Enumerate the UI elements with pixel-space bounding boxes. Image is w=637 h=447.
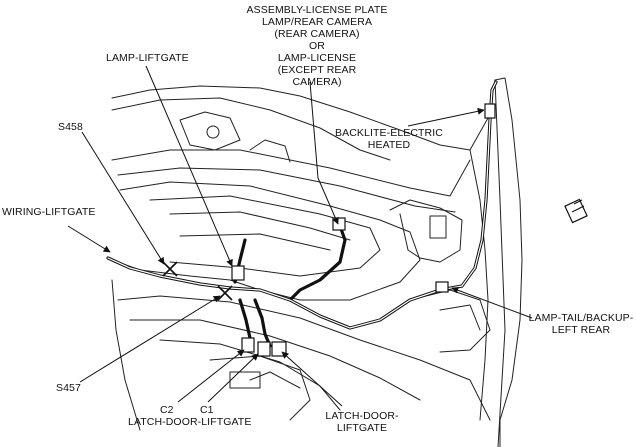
leader-s458 <box>81 131 165 265</box>
lower-body <box>117 295 491 421</box>
inner-panel <box>117 181 421 301</box>
connector-lamp-liftgate <box>231 265 245 281</box>
harness-main <box>106 256 464 330</box>
label-c1: C1 <box>200 404 214 416</box>
harness-latch-branch <box>253 298 272 348</box>
connector-lamp-tail <box>435 281 449 293</box>
connector-backlite <box>484 103 496 119</box>
label-latch-door: LATCH-DOOR- LIFTGATE <box>325 410 399 434</box>
leader-lamp-liftgate <box>145 65 233 267</box>
splice-marks <box>162 261 233 301</box>
leader-lines <box>67 65 533 407</box>
leader-s457 <box>79 295 221 383</box>
connector-small-right <box>564 198 588 224</box>
splice-s458 <box>162 261 178 277</box>
label-latch-door-liftgate: LATCH-DOOR-LIFTGATE <box>128 416 252 428</box>
leader-c2 <box>177 349 245 403</box>
label-assembly-license-plate: ASSEMBLY-LICENSE PLATE LAMP/REAR CAMERA … <box>246 4 388 88</box>
leader-wiring-liftgate <box>67 225 111 253</box>
leader-c1 <box>207 353 259 403</box>
liftgate-edge-2 <box>494 79 506 447</box>
connector-c1 <box>257 341 271 357</box>
label-s457: S457 <box>56 382 81 394</box>
label-lamp-liftgate: LAMP-LIFTGATE <box>106 52 189 64</box>
label-c2: C2 <box>160 404 174 416</box>
label-s458: S458 <box>58 121 83 133</box>
harness-to-license <box>288 224 347 302</box>
leader-latch <box>281 351 343 407</box>
connector-c2 <box>241 337 255 353</box>
leader-backlite <box>407 107 485 127</box>
liftgate-inner-edge <box>469 149 489 421</box>
label-lamp-tail-backup: LAMP-TAIL/BACKUP- LEFT REAR <box>528 312 634 336</box>
label-wiring-liftgate: WIRING-LIFTGATE <box>2 206 96 218</box>
leader-assembly <box>309 81 339 225</box>
glass-bottom-edge <box>111 149 471 197</box>
glass-bottom-inner <box>117 167 456 213</box>
leader-lamp-tail <box>451 286 533 319</box>
harness-latch-branch-2 <box>238 298 252 340</box>
label-backlite-electric-heated: BACKLITE-ELECTRIC HEATED <box>335 127 443 151</box>
crossmember <box>111 97 391 161</box>
connector-license-lamp <box>332 217 346 231</box>
